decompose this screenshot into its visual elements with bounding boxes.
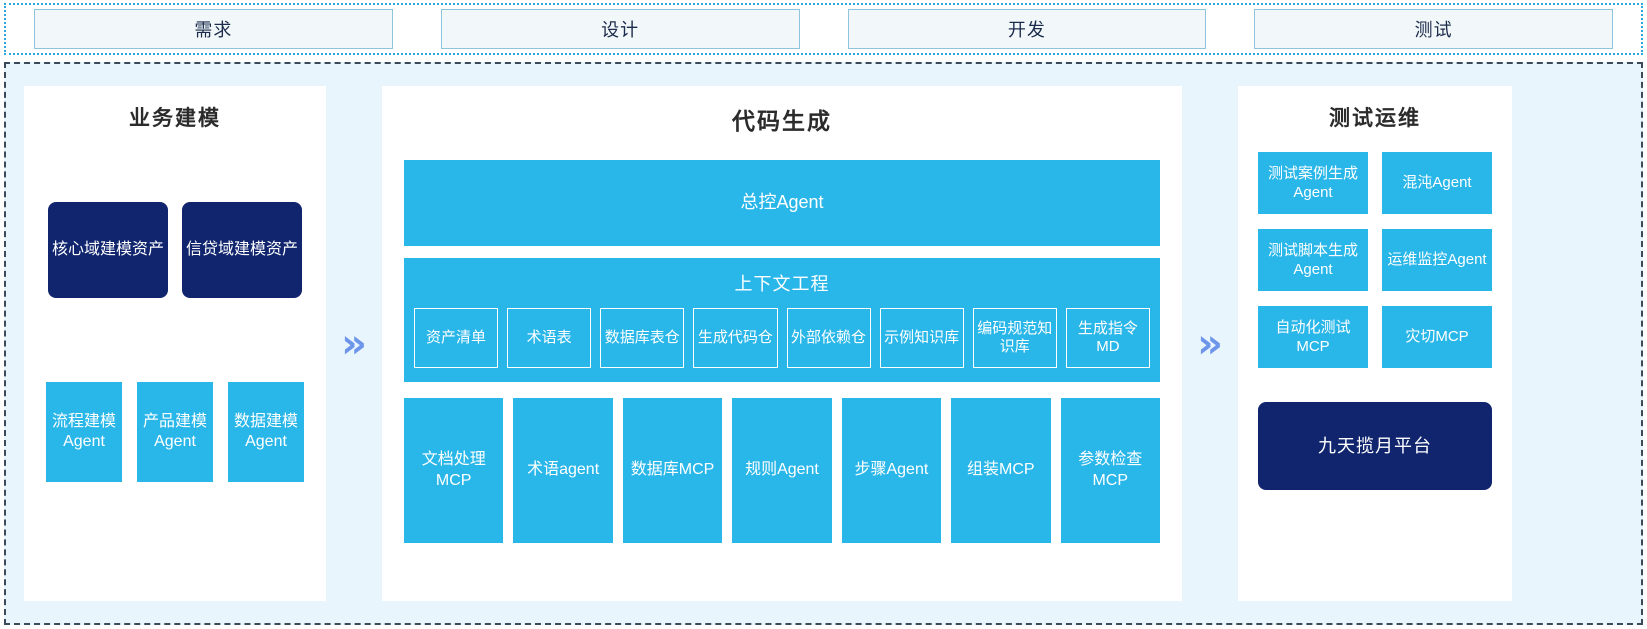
card-label: 术语agent <box>527 461 600 479</box>
card-label: 测试脚本生成Agent <box>1267 241 1358 278</box>
context-chip-example-knowledge-base[interactable]: 示例知识库 <box>879 308 964 368</box>
context-engineering-title: 上下文工程 <box>734 274 830 294</box>
stage-box-design[interactable]: 设计 <box>440 9 800 49</box>
context-engineering-block: 上下文工程 资产清单 术语表 数据库表仓 生成代码仓 <box>404 258 1160 382</box>
test-ops-grid: 测试案例生成Agent 混沌Agent 测试脚本生成Agent 运维监控Agen… <box>1258 152 1492 368</box>
card-label: 数据库MCP <box>630 461 715 479</box>
card-label: 规则Agent <box>745 461 819 479</box>
chip-label: 生成代码仓 <box>697 329 773 346</box>
ops-card-test-case-generation-agent[interactable]: 测试案例生成Agent <box>1258 152 1368 214</box>
card-label: 运维监控Agent <box>1387 251 1487 269</box>
ops-card-monitoring-agent[interactable]: 运维监控Agent <box>1382 229 1492 291</box>
ops-card-test-script-generation-agent[interactable]: 测试脚本生成Agent <box>1258 229 1368 291</box>
double-chevron-right-icon: » <box>1197 320 1223 367</box>
context-chip-db-table-repo[interactable]: 数据库表仓 <box>600 308 685 368</box>
chip-label: 编码规范知识库 <box>977 320 1053 355</box>
stage-box-testing[interactable]: 测试 <box>1254 9 1613 49</box>
card-label: 九天揽月平台 <box>1318 435 1432 456</box>
chip-label: 外部依赖仓 <box>791 329 867 346</box>
card-label: 自动化测试MCP <box>1275 318 1351 355</box>
agent-card-process-modeling[interactable]: 流程建模Agent <box>46 382 122 482</box>
double-chevron-right-icon: » <box>341 320 367 367</box>
stage-label: 开发 <box>1007 20 1046 40</box>
card-label: 核心域建模资产 <box>52 241 165 258</box>
card-label: 信贷域建模资产 <box>186 241 299 258</box>
chip-label: 数据库表仓 <box>604 329 680 346</box>
chip-label: 资产清单 <box>426 329 487 346</box>
card-label: 灾切MCP <box>1405 328 1469 346</box>
ops-card-disaster-switch-mcp[interactable]: 灾切MCP <box>1382 306 1492 368</box>
business-assets-group: 核心域建模资产 信贷域建模资产 <box>48 202 302 298</box>
tool-card-document-processing-mcp[interactable]: 文档处理MCP <box>404 398 504 543</box>
panel-code-generation: 代码生成 总控Agent 上下文工程 资产清单 术语表 <box>382 86 1182 601</box>
ops-card-automated-test-mcp[interactable]: 自动化测试MCP <box>1258 306 1368 368</box>
card-label: 流程建模Agent <box>51 412 116 450</box>
tool-cards-row: 文档处理MCP 术语agent 数据库MCP 规则Agent 步骤Agent <box>404 398 1160 543</box>
business-agents-group: 流程建模Agent 产品建模Agent 数据建模Agent <box>46 382 304 482</box>
chip-label: 示例知识库 <box>884 329 960 346</box>
card-label: 测试案例生成Agent <box>1267 164 1358 201</box>
panel-business-modeling: 业务建模 核心域建模资产 信贷域建模资产 流程建模Agent 产品建模Agent… <box>24 86 326 601</box>
card-label: 组装MCP <box>967 461 1035 479</box>
card-label: 产品建模Agent <box>142 412 207 450</box>
context-chip-glossary[interactable]: 术语表 <box>507 308 592 368</box>
stage-label: 需求 <box>194 20 233 40</box>
chip-label: 术语表 <box>526 329 572 346</box>
tool-card-database-mcp[interactable]: 数据库MCP <box>622 398 723 543</box>
tool-card-parameter-check-mcp[interactable]: 参数检查MCP <box>1060 398 1160 543</box>
tool-card-glossary-agent[interactable]: 术语agent <box>513 398 613 543</box>
card-label: 文档处理MCP <box>421 451 486 489</box>
context-chip-coding-standard-knowledge-base[interactable]: 编码规范知识库 <box>972 308 1057 368</box>
context-chip-generated-code-repo[interactable]: 生成代码仓 <box>693 308 778 368</box>
stage-label: 设计 <box>601 20 640 40</box>
main-region: 业务建模 核心域建模资产 信贷域建模资产 流程建模Agent 产品建模Agent… <box>4 62 1643 625</box>
card-label: 步骤Agent <box>854 461 929 479</box>
banner-label: 总控Agent <box>740 192 824 213</box>
agent-card-product-modeling[interactable]: 产品建模Agent <box>137 382 213 482</box>
context-chip-external-dependency-repo[interactable]: 外部依赖仓 <box>786 308 871 368</box>
card-label: 混沌Agent <box>1402 174 1472 192</box>
stage-box-development[interactable]: 开发 <box>847 9 1207 49</box>
tool-card-rule-agent[interactable]: 规则Agent <box>732 398 832 543</box>
asset-card-core-domain[interactable]: 核心域建模资产 <box>48 202 168 298</box>
chip-label: 生成指令MD <box>1077 320 1138 355</box>
card-label: 参数检查MCP <box>1078 451 1143 489</box>
ops-card-chaos-agent[interactable]: 混沌Agent <box>1382 152 1492 214</box>
tool-card-assembly-mcp[interactable]: 组装MCP <box>951 398 1051 543</box>
asset-card-credit-domain[interactable]: 信贷域建模资产 <box>182 202 302 298</box>
context-chip-asset-list[interactable]: 资产清单 <box>414 308 499 368</box>
card-label: 数据建模Agent <box>233 412 298 450</box>
master-agent-banner[interactable]: 总控Agent <box>404 160 1160 246</box>
tool-card-step-agent[interactable]: 步骤Agent <box>841 398 942 543</box>
platform-card-jiutian-lanyue[interactable]: 九天揽月平台 <box>1258 402 1492 490</box>
stage-box-requirements[interactable]: 需求 <box>34 9 393 49</box>
stage-label: 测试 <box>1414 20 1453 40</box>
context-chip-generation-instruction-md[interactable]: 生成指令MD <box>1065 308 1150 368</box>
panel-title: 业务建模 <box>129 107 221 130</box>
panel-test-operations: 测试运维 测试案例生成Agent 混沌Agent 测试脚本生成Agent 运维监… <box>1238 86 1512 601</box>
panel-title: 测试运维 <box>1329 107 1421 130</box>
code-generation-body: 总控Agent 上下文工程 资产清单 术语表 数据库表仓 <box>396 142 1168 543</box>
stage-strip: 需求 设计 开发 测试 <box>4 3 1643 55</box>
agent-card-data-modeling[interactable]: 数据建模Agent <box>228 382 304 482</box>
context-chips-row: 资产清单 术语表 数据库表仓 生成代码仓 外部依赖仓 <box>414 308 1150 368</box>
panel-title: 代码生成 <box>732 108 832 134</box>
platform-card-wrapper: 九天揽月平台 <box>1252 402 1498 490</box>
